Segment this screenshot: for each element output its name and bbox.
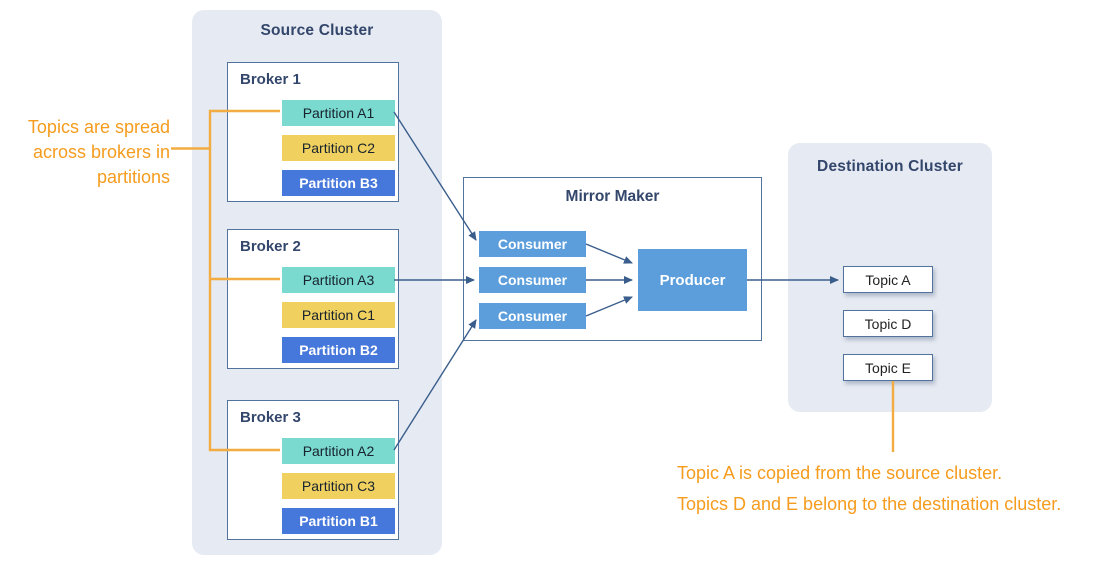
annotation-partitions-note: Topics are spread across brokers in part…: [0, 115, 170, 190]
annotation-line: Topic A is copied from the source cluste…: [677, 463, 1003, 483]
broker-2-box: Broker 2 Partition A3 Partition C1 Parti…: [227, 229, 399, 369]
partition-a3: Partition A3: [282, 267, 395, 293]
destination-cluster-title: Destination Cluster: [817, 158, 963, 175]
broker-3-label: Broker 3: [240, 409, 301, 426]
partition-b2: Partition B2: [282, 337, 395, 363]
broker-1-box: Broker 1 Partition A1 Partition C2 Parti…: [227, 62, 399, 202]
consumer-1-box: Consumer: [479, 231, 586, 257]
partition-a2: Partition A2: [282, 438, 395, 464]
annotation-line: across brokers in: [32, 142, 170, 162]
partition-b1: Partition B1: [282, 508, 395, 534]
consumer-2-box: Consumer: [479, 267, 586, 293]
annotation-line: partitions: [96, 167, 170, 187]
topic-d-box: Topic D: [843, 310, 933, 337]
consumer-3-box: Consumer: [479, 303, 586, 329]
partition-a1: Partition A1: [282, 100, 395, 126]
annotation-topics-note: Topic A is copied from the source cluste…: [677, 458, 1114, 520]
producer-box: Producer: [638, 249, 747, 311]
partition-c1: Partition C1: [282, 302, 395, 328]
broker-2-label: Broker 2: [240, 238, 301, 255]
partition-c2: Partition C2: [282, 135, 395, 161]
source-cluster-title: Source Cluster: [260, 22, 374, 39]
broker-3-box: Broker 3 Partition A2 Partition C3 Parti…: [227, 400, 399, 540]
partition-c3: Partition C3: [282, 473, 395, 499]
topic-a-box: Topic A: [843, 266, 933, 293]
partition-b3: Partition B3: [282, 170, 395, 196]
annotation-line: Topics D and E belong to the destination…: [677, 494, 1062, 514]
annotation-line: Topics are spread: [27, 117, 170, 137]
topic-e-box: Topic E: [843, 354, 933, 381]
mirror-maker-title: Mirror Maker: [565, 188, 660, 205]
broker-1-label: Broker 1: [240, 71, 301, 88]
